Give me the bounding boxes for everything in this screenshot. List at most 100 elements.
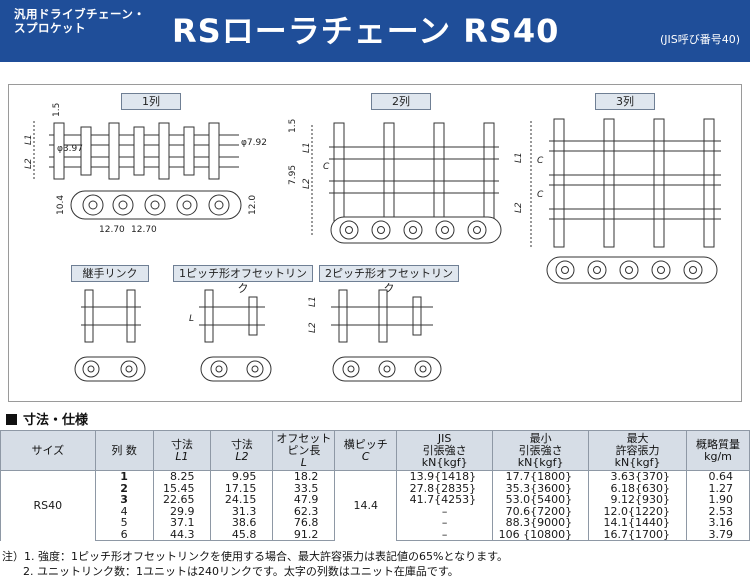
cell-offset-l: 91.2 [272,528,336,541]
cell-offset-l: 76.8 [272,517,336,529]
cell-mass: 3.16 [686,517,750,529]
cell-l2: 45.8 [210,528,274,541]
cell-offset-l: 47.9 [272,494,336,506]
note-1: 注）1. 強度：1ピッチ形オフセットリンクを使用する場合、最大許容張力は表記値の… [2,550,509,563]
label-connecting-link: 継手リンク [71,265,149,282]
cell-jis: – [396,528,494,541]
cell-min: 106 {10800} [492,528,590,541]
header-banner: 汎用ドライブチェーン・ スプロケット RSローラチェーン RS40 (JIS呼び… [0,0,750,62]
cell-pitch: 14.4 [334,470,398,541]
triple-row-side-view [546,256,718,284]
th-rows: 列 数 [94,430,154,471]
cell-l1: 37.1 [152,517,212,529]
cell-l2: 17.15 [210,482,274,494]
cell-max: 9.12{930} [588,494,688,506]
dim-l2-triple: L2 [514,202,524,213]
dim-pitch-b: 12.70 [131,225,157,235]
table-row: 6 44.3 45.8 91.2 – 106 {10800} 16.7{1700… [1,528,750,541]
cell-offset-l: 18.2 [272,470,336,483]
cell-mass: 1.90 [686,494,750,506]
page-title: RSローラチェーン RS40 [172,12,560,50]
cell-l2: 31.3 [210,505,274,517]
header-subtitle: 汎用ドライブチェーン・ スプロケット [14,7,145,35]
table-row: 5 37.1 38.6 76.8 – 88.3{9000} 14.1{1440}… [1,517,750,529]
table-row: 4 29.9 31.3 62.3 – 70.6{7200} 12.0{1220}… [1,505,750,517]
single-row-top-view [33,121,239,181]
jis-number-note: (JIS呼び番号40) [659,33,740,46]
cell-l2: 38.6 [210,517,274,529]
table-row: RS40 1 8.25 9.95 18.2 14.4 13.9{1418} 17… [0,470,750,541]
cell-rows: 1 [94,470,154,483]
cell-l1: 8.25 [152,470,212,483]
label-single-row: 1列 [121,93,181,110]
dim-pin-dia: φ3.97 [57,144,83,154]
cell-min: 53.0{5400} [492,494,590,506]
dim-l1-double: L1 [302,142,312,153]
connecting-link-drawing [74,289,146,382]
cell-l2: 9.95 [210,470,274,483]
dim-pitch-a: 12.70 [99,225,125,235]
cell-l1: 29.9 [152,505,212,517]
triple-row-top-view [530,118,721,248]
th-size: サイズ [0,430,96,471]
dim-12-0: 12.0 [248,195,258,215]
cell-offset-l: 62.3 [272,505,336,517]
dim-l2-offset2: L2 [308,322,318,333]
cell-mass: 3.79 [686,528,750,541]
cell-min: 35.3{3600} [492,482,590,494]
dim-1-5-single: 1.5 [52,103,62,117]
label-triple-row: 3列 [595,93,655,110]
dim-c2-triple: C [537,190,544,200]
table-row: 3 22.65 24.15 47.9 41.7{4253} 53.0{5400}… [1,494,750,506]
dim-c-double: C [323,162,330,172]
offset-link-2pitch-drawing [331,289,442,382]
cell-max: 14.1{1440} [588,517,688,529]
cell-min: 88.3{9000} [492,517,590,529]
dim-1-5-double: 1.5 [288,119,298,133]
label-double-row: 2列 [371,93,431,110]
cell-l2: 24.15 [210,494,274,506]
cell-jis: 13.9{1418} [396,470,494,483]
dim-l1-offset2: L1 [308,296,318,307]
cell-jis: 41.7{4253} [396,494,494,506]
cell-max: 16.7{1700} [588,528,688,541]
cell-l1: 22.65 [152,494,212,506]
section-title-text: 寸法・仕様 [23,413,89,428]
cell-l1: 15.45 [152,482,212,494]
table-row: 2 15.45 17.15 33.5 27.8{2835} 35.3{3600}… [1,482,750,494]
cell-rows: 3 [94,494,154,506]
label-offset-link-1pitch: 1ピッチ形オフセットリンク [173,265,313,295]
subtitle-line1: 汎用ドライブチェーン・ [14,7,146,21]
cell-l1: 44.3 [152,528,212,541]
dim-7-95: 7.95 [288,165,298,185]
cell-size: RS40 [0,470,96,541]
cell-rows: 6 [94,528,154,541]
subtitle-line2: スプロケット [14,21,86,35]
dim-l2-double: L2 [302,178,312,189]
cell-mass: 2.53 [686,505,750,517]
dim-l1-single: L1 [24,134,34,145]
section-heading: 寸法・仕様 [6,409,88,428]
dim-10-4: 10.4 [56,195,66,215]
dim-roller-dia: φ7.92 [241,138,267,148]
cell-mass: 1.27 [686,482,750,494]
chain-diagram-panel: 1列 2列 3列 継手リンク 1ピッチ形オフセットリンク 2ピッチ形オフセットリ… [8,84,742,402]
note-2: 2. ユニットリンク数：1ユニットは240リンクです。太字の列数はユニット在庫品… [23,565,459,578]
double-row-side-view [330,216,502,244]
cell-max: 3.63{370} [588,470,688,483]
offset-link-1pitch-drawing [199,289,272,382]
label-offset-link-2pitch: 2ピッチ形オフセットリンク [319,265,459,295]
cell-min: 70.6{7200} [492,505,590,517]
cell-rows: 5 [94,517,154,529]
dim-c1-triple: C [537,156,544,166]
